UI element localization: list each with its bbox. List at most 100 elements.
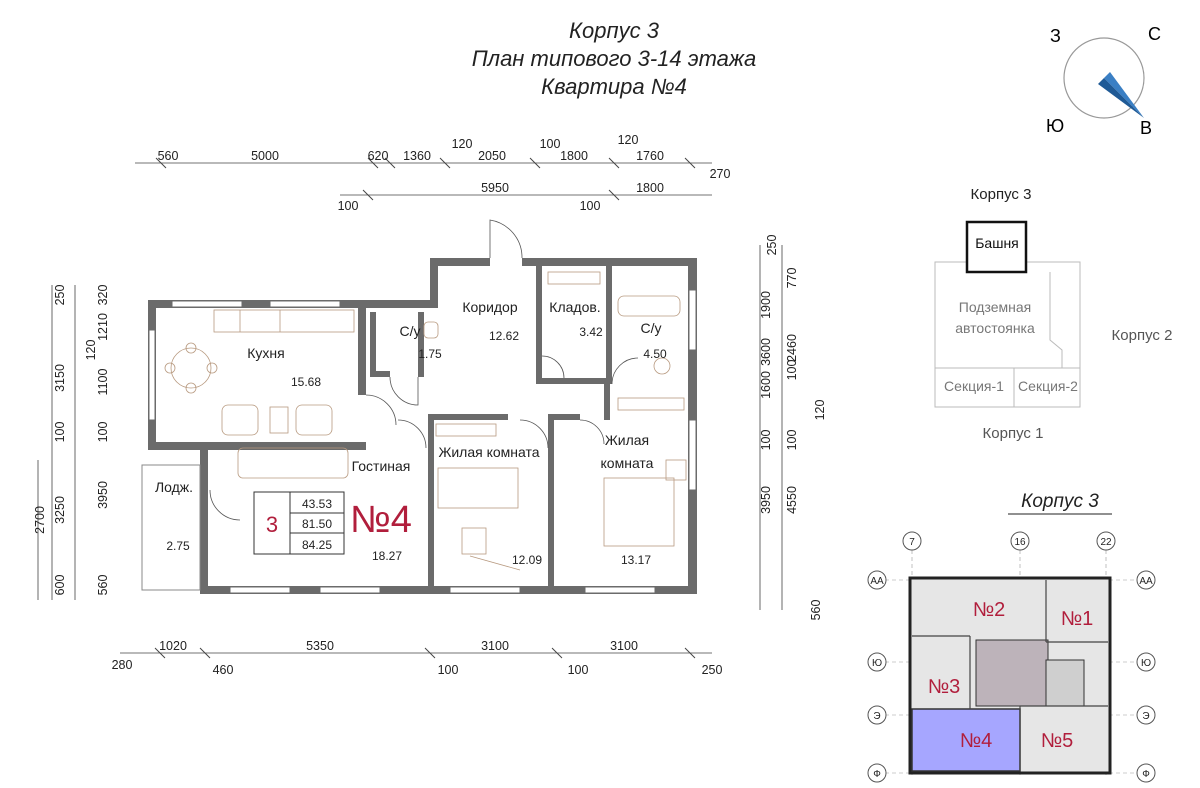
dim-top-2050: 2050 [478,149,506,163]
dim-right-3950: 3950 [759,486,773,514]
room-bedroom2-area: 13.17 [621,553,651,567]
dim-left-3150: 3150 [53,364,67,392]
apartment-summary: 3 43.53 81.50 84.25 №4 [253,491,412,555]
room-wc2-name: С/у [641,320,662,336]
header-floor-plan: План типового 3-14 этажа [472,46,757,71]
dim-top-120: 120 [452,137,473,151]
axis-yu-left: Ю [872,658,882,669]
room-kitchen-name: Кухня [247,345,284,361]
dim-right-2460: 2460 [785,334,799,362]
furniture [164,271,687,571]
summary-area-with-loggia: 84.25 [302,538,332,552]
room-wc2-area: 4.50 [643,347,667,361]
floor-key-plan: Корпус 3 №2 №1 №3 №4 №5 [867,491,1156,783]
summary-apartment-number: №4 [350,499,412,541]
dim-right-100b: 100 [785,360,799,381]
room-storage-name: Кладов. [549,299,600,315]
dim-top-120b: 120 [618,133,639,147]
dimension-ticks [154,157,696,659]
dimensions-right: 250 1900 3600 1600 100 3950 560 770 2460… [759,235,827,621]
dimensions-left: 250 3150 100 3250 600 2700 320 1210 120 … [33,285,110,596]
key-apt-1: №1 [1061,608,1094,630]
key-apt-3: №3 [928,676,961,698]
dim-left-1210: 1210 [96,313,110,341]
sheet-header: Корпус 3 План типового 3-14 этажа Кварти… [472,18,757,99]
room-wc1-name: С/у [400,323,421,339]
dim-top2-100: 100 [338,199,359,213]
summary-area-total: 81.50 [302,517,332,531]
site-parking-line2: автостоянка [955,320,1035,336]
dimensions-bottom: 280 1020 460 5350 100 3100 100 3100 250 [112,639,723,677]
header-building: Корпус 3 [569,18,660,43]
site-title: Корпус 3 [971,186,1032,203]
dim-right-100c: 100 [785,430,799,451]
site-parking-line1: Подземная [959,299,1031,315]
dim-bot-100: 100 [438,663,459,677]
dim-top2-1800: 1800 [636,181,664,195]
dim-bot-460: 460 [213,663,234,677]
dim-right-100: 100 [759,430,773,451]
key-apt-5: №5 [1041,730,1074,752]
room-corridor-area: 12.62 [489,329,519,343]
dimension-lines [37,162,783,654]
dim-left-100b: 100 [96,422,110,443]
site-korpus1: Корпус 1 [983,425,1044,442]
site-korpus2: Корпус 2 [1112,327,1173,344]
room-corridor-name: Коридор [462,299,518,315]
room-wc1-area: 1.75 [418,347,442,361]
dim-bot-3100: 3100 [481,639,509,653]
room-loggia-area: 2.75 [166,539,190,553]
room-living-name: Гостиная [352,458,411,474]
dim-top-100: 100 [540,137,561,151]
dim-top2-100b: 100 [580,199,601,213]
axis-e-right: Э [1142,711,1149,722]
room-labels: Кухня 15.68 С/у 1.75 Коридор 12.62 Кладо… [155,299,667,567]
room-living-area: 18.27 [372,549,402,563]
dim-left-320: 320 [96,285,110,306]
axis-yu-right: Ю [1141,658,1151,669]
room-loggia-name: Лодж. [155,479,193,495]
dim-right-1600: 1600 [759,371,773,399]
axis-aa-left: АА [870,576,884,587]
dim-left-3250: 3250 [53,496,67,524]
dim-bot-3100b: 3100 [610,639,638,653]
site-plan: Корпус 3 Башня Подземная автостоянка Сек… [934,186,1173,442]
compass-east: В [1140,118,1152,138]
axis-e-left: Э [873,711,880,722]
compass-north: С [1148,24,1161,44]
dim-bot-1020: 1020 [159,639,187,653]
room-kitchen-area: 15.68 [291,375,321,389]
dim-top-1800: 1800 [560,149,588,163]
dim-left-3950: 3950 [96,481,110,509]
dim-top-1760: 1760 [636,149,664,163]
apartment-walls [148,258,697,594]
axis-22: 22 [1100,537,1112,548]
dim-right-770: 770 [785,268,799,289]
compass-rose-icon: С Ю В З [1046,24,1161,138]
key-apt-2: №2 [973,599,1006,621]
axis-f-left: Ф [873,769,881,780]
key-title: Корпус 3 [1021,491,1099,512]
dim-top-620: 620 [368,149,389,163]
header-apartment: Квартира №4 [541,74,687,99]
dim-right-120: 120 [813,400,827,421]
site-section2: Секция-2 [1018,378,1078,394]
doors [209,219,639,521]
dim-right-1900: 1900 [759,291,773,319]
compass-south: Ю [1046,116,1064,136]
site-section1: Секция-1 [944,378,1004,394]
dim-left-2700: 2700 [33,506,47,534]
site-tower: Башня [975,235,1019,251]
axis-7: 7 [909,537,915,548]
dim-left-250: 250 [53,285,67,306]
axis-f-right: Ф [1142,769,1150,780]
dim-right-4550: 4550 [785,486,799,514]
dim-top2-5950: 5950 [481,181,509,195]
room-bedroom1-area: 12.09 [512,553,542,567]
dim-left-100: 100 [53,422,67,443]
compass-west: З [1050,26,1061,46]
dimensions-top-row1: 560 5000 620 1360 120 2050 100 1800 120 … [158,133,731,181]
summary-rooms-count: 3 [266,512,278,537]
room-bedroom1-name: Жилая комната [438,444,539,460]
